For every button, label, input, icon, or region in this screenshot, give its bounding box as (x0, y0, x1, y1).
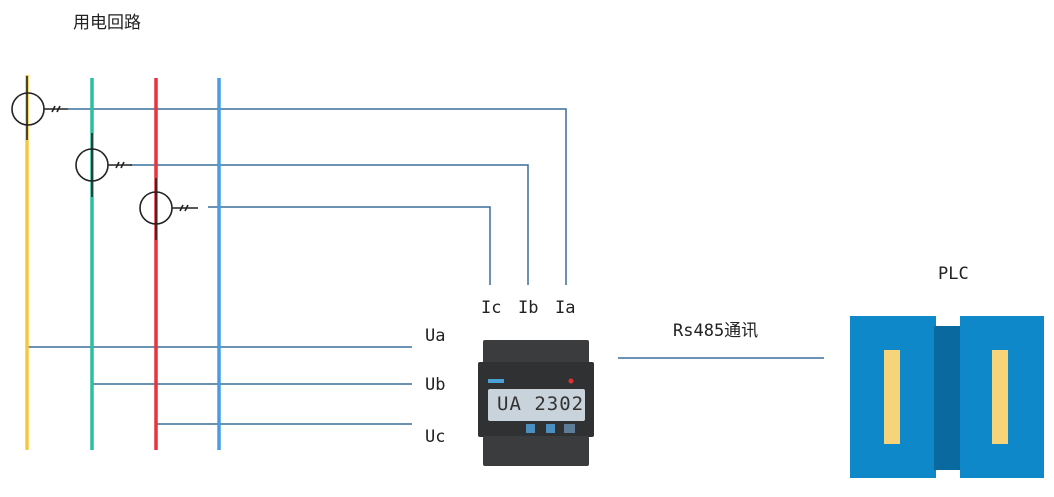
meter-display: UA 2302 (497, 393, 585, 415)
plc-label: PLC (938, 264, 969, 284)
rs485-label: Rs485通讯 (673, 321, 759, 341)
power-meter (478, 340, 594, 466)
ia-wire (68, 108, 567, 285)
ib-wire (130, 164, 529, 285)
ct-a-icon (11, 76, 68, 140)
ct-b-icon (75, 133, 132, 197)
circuit-title: 用电回路 (73, 13, 141, 33)
bus-bars (25, 75, 221, 450)
current-transformers (11, 76, 198, 240)
label-ia: Ia (555, 298, 576, 318)
label-ub: Ub (425, 375, 446, 395)
ct-c-icon (139, 178, 198, 240)
ic-wire (208, 206, 491, 285)
label-ua: Ua (425, 326, 446, 346)
plc-device (850, 316, 1044, 478)
label-ic: Ic (481, 298, 502, 318)
label-ib: Ib (518, 298, 539, 318)
label-uc: Uc (425, 427, 446, 447)
